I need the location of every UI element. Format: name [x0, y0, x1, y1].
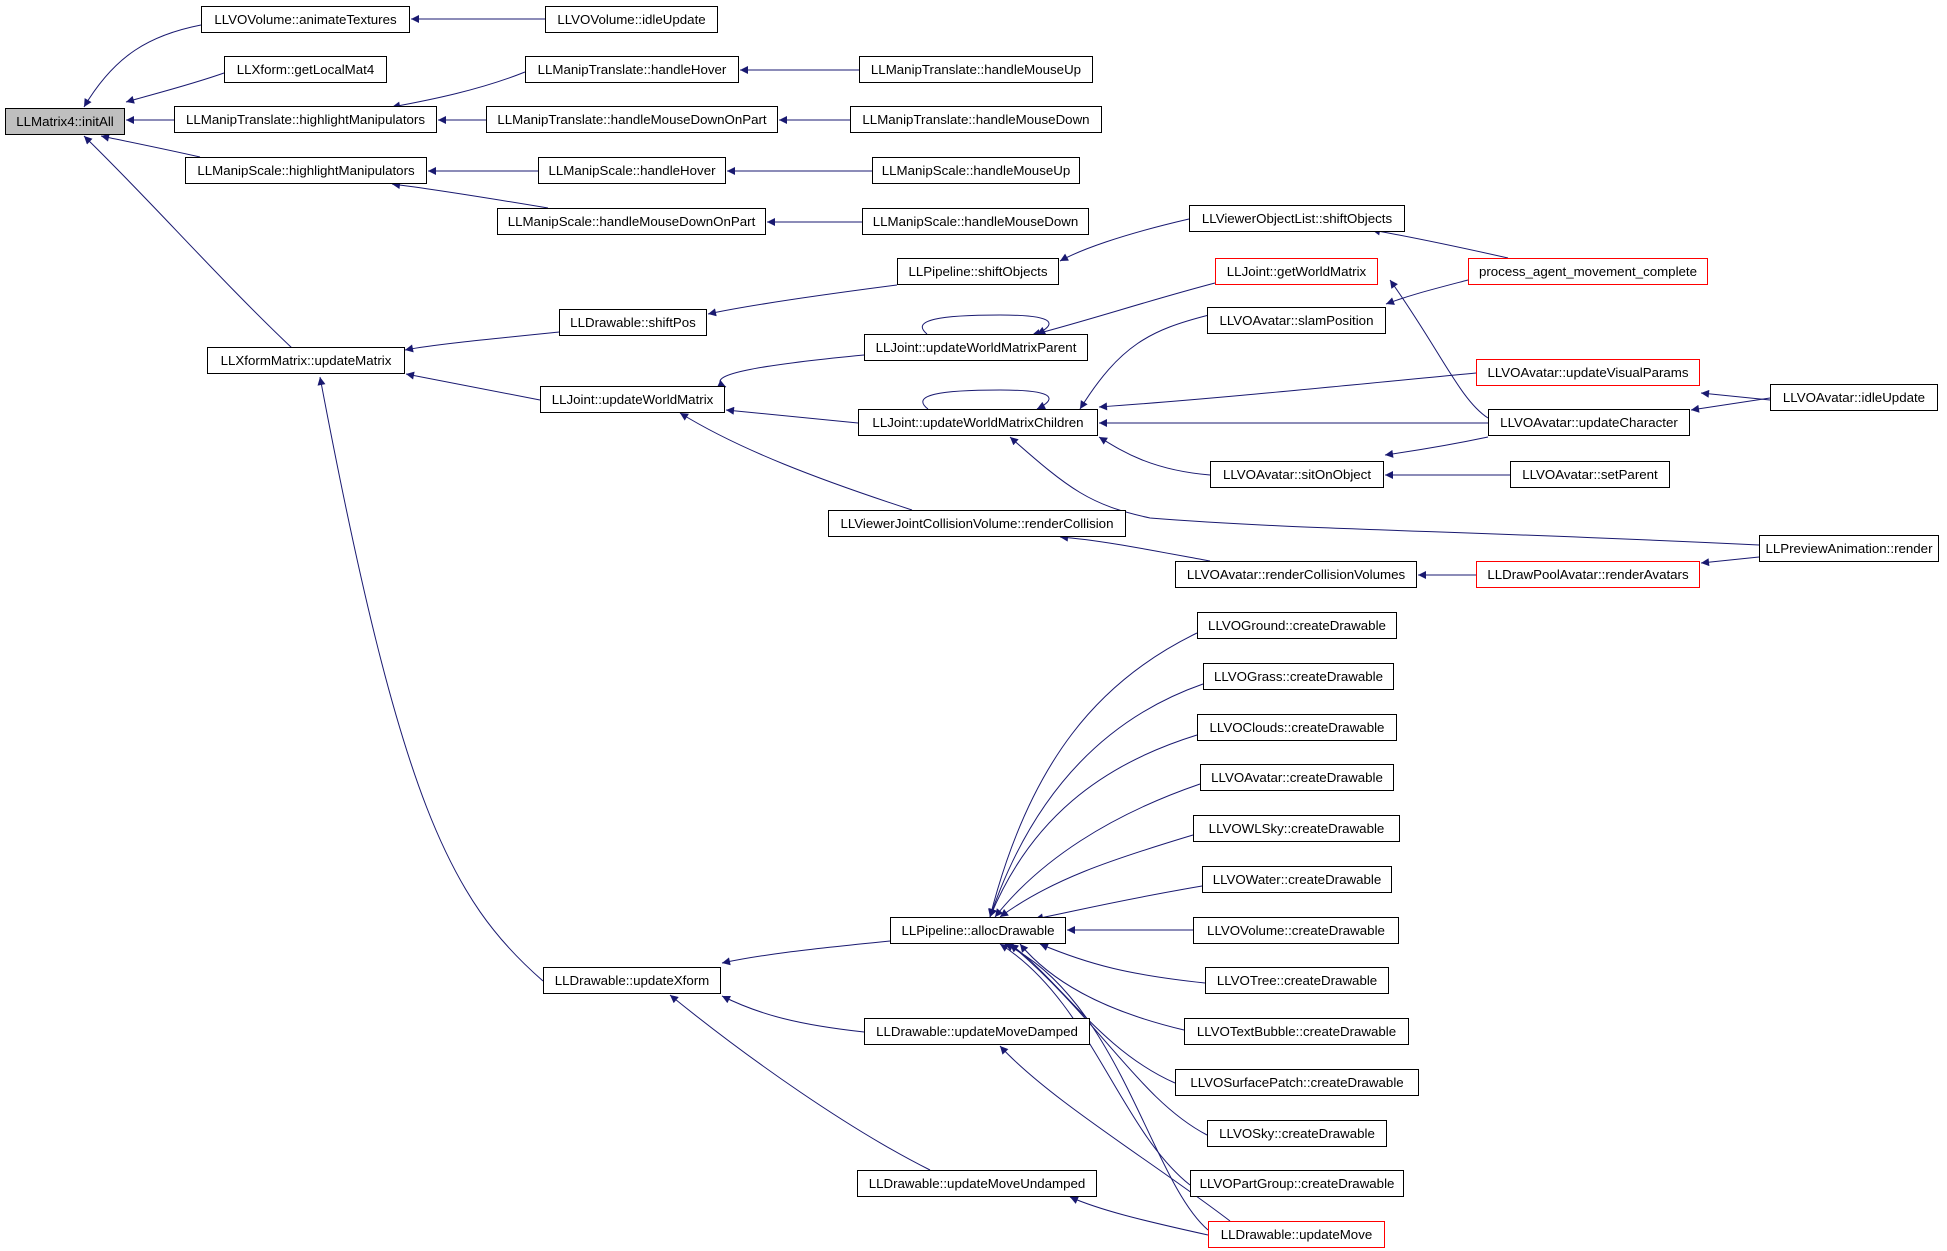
call-edge — [1019, 943, 1185, 1031]
node-pipeline-shift-objects[interactable]: LLPipeline::shiftObjects — [897, 258, 1059, 285]
call-edge — [1034, 885, 1203, 922]
node-initall[interactable]: LLMatrix4::initAll — [5, 108, 125, 135]
node-drawable-shift-pos[interactable]: LLDrawable::shiftPos — [559, 309, 707, 336]
node-part-group-create-drawable[interactable]: LLVOPartGroup::createDrawable — [1190, 1170, 1404, 1197]
call-edge — [1059, 218, 1190, 262]
call-edge — [994, 783, 1201, 918]
call-edge — [669, 994, 931, 1171]
node-text-bubble-create-drawable[interactable]: LLVOTextBubble::createDrawable — [1184, 1018, 1409, 1045]
call-edge — [988, 632, 1198, 918]
node-volume-create-drawable[interactable]: LLVOVolume::createDrawable — [1193, 917, 1399, 944]
call-edge — [1700, 389, 1771, 401]
node-manip-scale-handle-hover[interactable]: LLManipScale::handleHover — [538, 157, 726, 184]
node-avatar-create-drawable[interactable]: LLVOAvatar::createDrawable — [1200, 764, 1394, 791]
call-edge — [1371, 227, 1509, 259]
call-edge — [679, 412, 913, 511]
node-clouds-create-drawable[interactable]: LLVOClouds::createDrawable — [1197, 714, 1397, 741]
call-edge — [1069, 1196, 1209, 1236]
call-edge — [1098, 372, 1477, 411]
call-edge — [988, 683, 1204, 918]
call-edge — [1009, 943, 1176, 1084]
node-manip-translate-handle-mouse-up[interactable]: LLManipTranslate::handleMouseUp — [859, 56, 1093, 83]
node-pipeline-alloc-drawable[interactable]: LLPipeline::allocDrawable — [890, 917, 1066, 944]
node-drawable-update-move-undamped[interactable]: LLDrawable::updateMoveUndamped — [857, 1170, 1097, 1197]
node-grass-create-drawable[interactable]: LLVOGrass::createDrawable — [1203, 663, 1394, 690]
node-viewer-object-list-shift-objects[interactable]: LLViewerObjectList::shiftObjects — [1189, 205, 1405, 232]
call-edge — [1389, 279, 1489, 419]
node-manip-translate-highlight[interactable]: LLManipTranslate::highlightManipulators — [174, 106, 437, 133]
node-manip-translate-handle-mouse-down[interactable]: LLManipTranslate::handleMouseDown — [850, 106, 1102, 133]
node-ground-create-drawable[interactable]: LLVOGround::createDrawable — [1197, 612, 1397, 639]
call-edge — [707, 284, 898, 317]
node-wlsky-create-drawable[interactable]: LLVOWLSky::createDrawable — [1193, 815, 1400, 842]
node-avatar-slam-position[interactable]: LLVOAvatar::slamPosition — [1207, 307, 1386, 334]
call-edge — [1059, 533, 1211, 562]
node-preview-animation-render[interactable]: LLPreviewAnimation::render — [1759, 535, 1939, 562]
call-edge — [999, 1045, 1231, 1222]
node-drawable-update-move[interactable]: LLDrawable::updateMove — [1208, 1221, 1385, 1248]
node-joint-update-world-matrix[interactable]: LLJoint::updateWorldMatrix — [540, 386, 725, 413]
node-animate-textures[interactable]: LLVOVolume::animateTextures — [201, 6, 410, 33]
call-edge — [721, 940, 891, 966]
node-xform-matrix-update-matrix[interactable]: LLXformMatrix::updateMatrix — [207, 347, 405, 374]
node-joint-update-world-matrix-parent[interactable]: LLJoint::updateWorldMatrixParent — [864, 334, 1088, 361]
node-vovolume-idle-update[interactable]: LLVOVolume::idleUpdate — [545, 6, 718, 33]
call-edge — [1031, 282, 1216, 337]
node-avatar-update-visual-params[interactable]: LLVOAvatar::updateVisualParams — [1476, 359, 1700, 386]
call-edge — [391, 71, 526, 110]
node-get-local-mat4[interactable]: LLXform::getLocalMat4 — [224, 56, 387, 83]
call-edge — [1384, 436, 1489, 458]
call-edge — [404, 331, 560, 353]
node-manip-scale-handle-mouse-down[interactable]: LLManipScale::handleMouseDown — [862, 208, 1089, 235]
node-drawable-update-xform[interactable]: LLDrawable::updateXform — [543, 967, 721, 994]
call-edge — [921, 314, 1050, 335]
node-manip-scale-highlight[interactable]: LLManipScale::highlightManipulators — [185, 157, 427, 184]
call-edge — [721, 995, 865, 1033]
call-edge — [1098, 436, 1211, 476]
call-edge — [999, 943, 1191, 1186]
node-avatar-update-character[interactable]: LLVOAvatar::updateCharacter — [1488, 409, 1690, 436]
call-edge — [83, 135, 294, 350]
node-manip-translate-mouse-down-on-part[interactable]: LLManipTranslate::handleMouseDownOnPart — [486, 106, 778, 133]
call-edge — [1690, 397, 1771, 413]
node-sky-create-drawable[interactable]: LLVOSky::createDrawable — [1207, 1120, 1387, 1147]
node-surface-patch-create-drawable[interactable]: LLVOSurfacePatch::createDrawable — [1175, 1069, 1419, 1096]
call-edge — [999, 834, 1194, 918]
call-edge — [317, 376, 544, 982]
node-drawable-update-move-damped[interactable]: LLDrawable::updateMoveDamped — [864, 1018, 1090, 1045]
node-avatar-idle-update[interactable]: LLVOAvatar::idleUpdate — [1770, 384, 1938, 411]
call-edge — [100, 133, 201, 158]
node-avatar-set-parent[interactable]: LLVOAvatar::setParent — [1510, 461, 1670, 488]
node-manip-scale-handle-mouse-up[interactable]: LLManipScale::handleMouseUp — [872, 157, 1080, 184]
call-edge — [391, 181, 549, 209]
node-joint-update-world-matrix-children[interactable]: LLJoint::updateWorldMatrixChildren — [858, 409, 1098, 436]
call-edge — [989, 734, 1198, 918]
call-edge — [1004, 943, 1209, 1231]
call-edge — [922, 389, 1050, 410]
call-edge — [1039, 943, 1206, 984]
call-edge — [1079, 314, 1210, 410]
node-manip-scale-mouse-down-on-part[interactable]: LLManipScale::handleMouseDownOnPart — [497, 208, 766, 235]
call-edge — [1385, 279, 1469, 305]
node-avatar-render-collision-volumes[interactable]: LLVOAvatar::renderCollisionVolumes — [1175, 561, 1417, 588]
call-edge — [725, 406, 859, 424]
node-collision-volume-render-collision[interactable]: LLViewerJointCollisionVolume::renderColl… — [828, 510, 1126, 537]
node-manip-translate-handle-hover[interactable]: LLManipTranslate::handleHover — [525, 56, 739, 83]
node-process-agent-movement-complete[interactable]: process_agent_movement_complete — [1468, 258, 1708, 285]
node-joint-get-world-matrix[interactable]: LLJoint::getWorldMatrix — [1215, 258, 1378, 285]
node-tree-create-drawable[interactable]: LLVOTree::createDrawable — [1205, 967, 1389, 994]
node-water-create-drawable[interactable]: LLVOWater::createDrawable — [1202, 866, 1392, 893]
call-edge — [83, 24, 202, 108]
node-draw-pool-avatar-render-avatars[interactable]: LLDrawPoolAvatar::renderAvatars — [1476, 561, 1700, 588]
call-edge — [405, 371, 541, 401]
call-edge — [125, 72, 225, 104]
call-edge — [1700, 556, 1760, 567]
call-edge — [1009, 943, 1208, 1136]
call-edge — [1009, 436, 1760, 546]
call-edge — [717, 354, 865, 388]
node-avatar-sit-on-object[interactable]: LLVOAvatar::sitOnObject — [1210, 461, 1384, 488]
